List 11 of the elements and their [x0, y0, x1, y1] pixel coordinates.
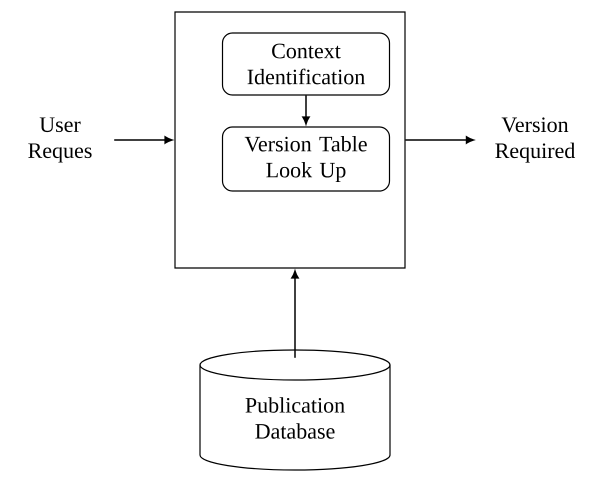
- arrow: [302, 96, 310, 125]
- text-label: User Reques: [28, 117, 92, 163]
- arrow: [291, 270, 299, 358]
- database-cylinder: Publication Database: [199, 349, 391, 471]
- process-box: Version Table Look Up: [222, 126, 390, 192]
- text-label: Version Required: [495, 117, 576, 163]
- outer-box: [174, 11, 406, 269]
- node-label: Publication Database: [246, 397, 345, 439]
- arrow: [114, 136, 173, 144]
- process-box: Context Identification: [222, 32, 390, 96]
- arrow: [406, 136, 474, 144]
